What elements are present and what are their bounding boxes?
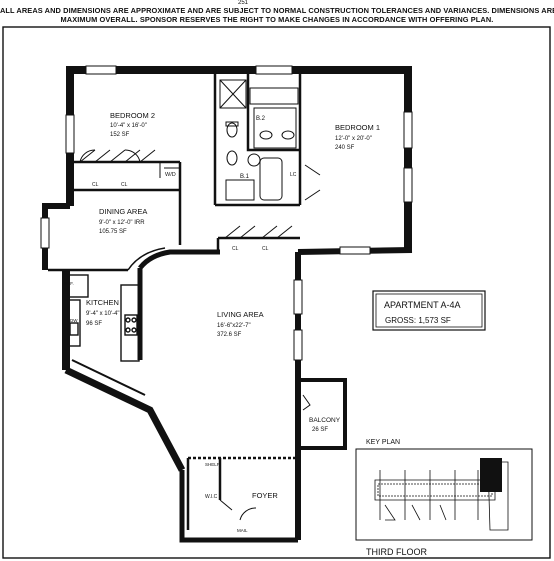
curved-wall — [127, 247, 220, 360]
dining-area: 105.75 SF — [99, 229, 127, 235]
living-area: 372.6 SF — [217, 332, 242, 338]
windows — [40, 65, 413, 361]
fixture-labels: CL CL CL CL LC B.2 B.1 W/D REF. DW W.I.C… — [64, 116, 297, 533]
bedroom2-dims: 10'-4" x 16'-0" — [110, 123, 147, 129]
entry-doors — [219, 499, 257, 521]
dining-name: DINING AREA — [99, 207, 147, 216]
apartment-gross: GROSS: 1,573 SF — [385, 316, 451, 325]
living-dims: 16'-6"x22'-7" — [217, 323, 251, 329]
disclaimer-line-2: MAXIMUM OVERALL. SPONSOR RESERVES THE RI… — [60, 15, 494, 24]
kitchen-area: 96 SF — [86, 321, 102, 327]
balcony-area: 26 SF — [312, 427, 328, 433]
balcony-name: BALCONY — [309, 417, 341, 424]
bedroom1-area: 240 SF — [335, 145, 355, 151]
closet-label-3: CL — [232, 246, 239, 252]
foyer-name: FOYER — [252, 491, 278, 500]
bedroom1-name: BEDROOM 1 — [335, 123, 380, 132]
washer-dryer-label: W/D — [165, 172, 176, 178]
apartment-name: APARTMENT A-4A — [384, 300, 461, 310]
closet-label-4: CL — [262, 246, 269, 252]
walk-in-closet-label: W.I.C — [205, 494, 218, 500]
refrigerator-label: REF. — [64, 281, 74, 286]
key-plan-title: KEY PLAN — [366, 439, 400, 446]
living-name: LIVING AREA — [217, 310, 264, 319]
linen-closet-label: LC — [290, 172, 297, 178]
bath2-label: B.2 — [256, 116, 266, 122]
closet-label-2: CL — [121, 182, 128, 188]
page-number: 251 — [238, 0, 249, 6]
closet-doors — [79, 149, 321, 239]
page-frame — [2, 26, 551, 559]
bath1-label: B.1 — [240, 174, 250, 180]
closet-label-1: CL — [92, 182, 99, 188]
key-plan-floor: THIRD FLOOR — [366, 547, 428, 557]
bedroom1-dims: 12'-0" x 20'-0" — [335, 136, 372, 142]
balcony-door — [302, 394, 311, 411]
mail-label: MAIL — [237, 528, 248, 533]
interior-walls — [48, 70, 302, 530]
dining-dims: 9'-0" x 12'-0" IRR — [99, 220, 145, 226]
key-plan-unit-highlight — [480, 458, 502, 492]
apartment-badge: APARTMENT A-4A GROSS: 1,573 SF — [372, 290, 486, 331]
dishwasher-label: DW — [70, 318, 78, 323]
kitchen-dims: 9'-4" x 10'-4" — [86, 311, 120, 317]
bedroom2-name: BEDROOM 2 — [110, 111, 155, 120]
shelf-label: SHELF — [205, 462, 220, 467]
room-labels: BEDROOM 2 10'-4" x 16'-0" 152 SF BEDROOM… — [86, 111, 380, 500]
bedroom2-area: 152 SF — [110, 132, 130, 138]
key-plan: KEY PLAN THIRD FLOOR — [355, 439, 533, 557]
bath-fixtures — [219, 79, 299, 201]
kitchen-counter — [67, 274, 140, 362]
kitchen-name: KITCHEN — [86, 298, 119, 307]
disclaimer-line-1: ALL AREAS AND DIMENSIONS ARE APPROXIMATE… — [0, 6, 554, 15]
disclaimer-text: ALL AREAS AND DIMENSIONS ARE APPROXIMATE… — [0, 6, 554, 24]
